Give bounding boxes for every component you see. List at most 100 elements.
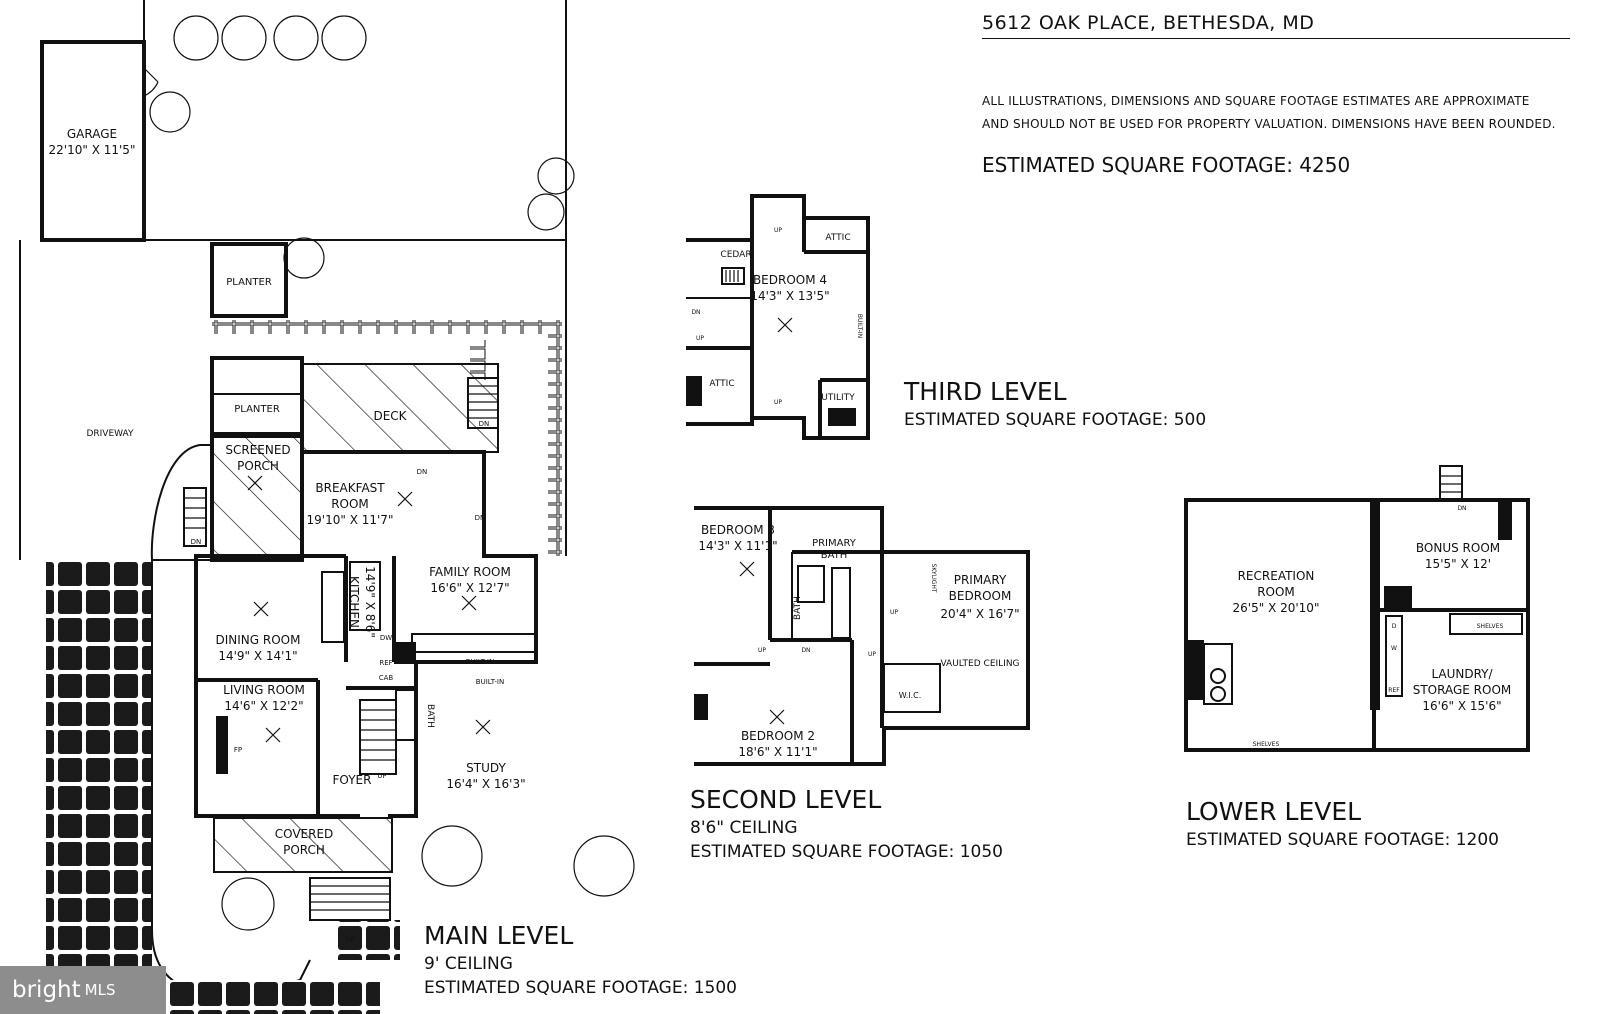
main-stair-dn-4: DN <box>479 420 490 428</box>
screened-porch-label-1: SCREENED <box>225 443 290 457</box>
bath-main-label: BATH <box>425 704 435 728</box>
disclaimer-line-1: ALL ILLUSTRATIONS, DIMENSIONS AND SQUARE… <box>982 94 1530 108</box>
third-level-sqft: ESTIMATED SQUARE FOOTAGE: 500 <box>904 410 1207 430</box>
fireplace-label: FP <box>234 746 242 754</box>
shelves-label-2: SHELVES <box>1253 741 1280 748</box>
dining-room-label: DINING ROOM <box>216 633 301 647</box>
lower-level-plan: RECREATION ROOM 26'5" X 20'10" BONUS ROO… <box>1184 465 1530 752</box>
study-dims: 16'4" X 16'3" <box>446 777 525 791</box>
cab-label: CAB <box>379 674 394 682</box>
bonus-room-dims: 15'5" X 12' <box>1425 557 1491 571</box>
bedroom-2-dims: 18'6" X 11'1" <box>738 745 817 759</box>
planter-label-2: PLANTER <box>234 404 280 415</box>
ref-lower-label: REF <box>1388 687 1400 694</box>
shelves-label-1: SHELVES <box>1477 623 1504 630</box>
lower-level-title: LOWER LEVEL <box>1186 797 1362 826</box>
builtin-label-2: BUILT-IN <box>476 678 504 686</box>
dining-room-dims: 14'9" X 14'1" <box>218 649 297 663</box>
bath-second-label: BATH <box>793 596 803 620</box>
kitchen-label: KITCHEN <box>347 576 361 628</box>
primary-bath-label-1: PRIMARY <box>812 538 857 549</box>
living-room-label: LIVING ROOM <box>223 683 305 697</box>
planter-label-1: PLANTER <box>226 277 272 288</box>
primary-bedroom-label-2: BEDROOM <box>949 589 1012 603</box>
lower-level-caption: LOWER LEVEL ESTIMATED SQUARE FOOTAGE: 12… <box>1186 797 1499 850</box>
main-level-sqft: ESTIMATED SQUARE FOOTAGE: 1500 <box>424 978 737 998</box>
second-level-title: SECOND LEVEL <box>690 785 882 814</box>
screened-porch-label-2: PORCH <box>237 459 279 473</box>
kitchen-dims: 14'9" X 8'6" <box>363 566 377 638</box>
second-level-ceiling: 8'6" CEILING <box>690 818 798 838</box>
main-stair-up-2: UP <box>345 936 354 944</box>
main-level-plan: GARAGE 22'10" X 11'5" PLANTER PLANTER DE… <box>19 0 635 1014</box>
main-stair-dn-3: DN <box>191 538 202 546</box>
driveway-label: DRIVEWAY <box>86 429 134 439</box>
third-stair-up-3: UP <box>696 335 704 342</box>
disclaimer-line-2: AND SHOULD NOT BE USED FOR PROPERTY VALU… <box>982 117 1556 131</box>
third-level-caption: THIRD LEVEL ESTIMATED SQUARE FOOTAGE: 50… <box>904 377 1206 430</box>
primary-bedroom-dims: 20'4" X 16'7" <box>940 607 1019 621</box>
primary-bath-label-2: BATH <box>821 550 848 561</box>
attic-label-2: ATTIC <box>709 379 734 389</box>
bright-mls-watermark: bright MLS <box>0 966 166 1014</box>
laundry-label-1: LAUNDRY/ <box>1431 667 1493 681</box>
bedroom-3-label: BEDROOM 3 <box>701 523 775 537</box>
utility-label: UTILITY <box>821 393 855 403</box>
bedroom-4-dims: 14'3" X 13'5" <box>750 289 829 303</box>
main-stair-dn-2: DN <box>475 514 486 522</box>
third-stair-dn: DN <box>691 309 700 316</box>
third-level-title: THIRD LEVEL <box>904 377 1067 406</box>
second-level-caption: SECOND LEVEL 8'6" CEILING ESTIMATED SQUA… <box>690 785 1003 862</box>
recreation-room-dims: 26'5" X 20'10" <box>1233 601 1320 615</box>
bedroom-4-label: BEDROOM 4 <box>753 273 827 287</box>
washer-label: W <box>1391 645 1397 652</box>
vaulted-ceiling-label: VAULTED CEILING <box>940 659 1019 669</box>
lower-level-sqft: ESTIMATED SQUARE FOOTAGE: 1200 <box>1186 830 1499 850</box>
breakfast-room-dims: 19'10" X 11'7" <box>307 513 394 527</box>
third-level-plan: CEDAR BEDROOM 4 14'3" X 13'5" ATTIC ATTI… <box>686 194 870 440</box>
second-stair-dn: DN <box>801 647 810 654</box>
tree-icons <box>149 15 635 931</box>
builtin-third-label: BUILT-IN <box>856 314 863 338</box>
second-level-sqft: ESTIMATED SQUARE FOOTAGE: 1050 <box>690 842 1003 862</box>
recreation-room-label-2: ROOM <box>1257 585 1295 599</box>
deck-label: DECK <box>373 409 407 423</box>
third-stair-up-2: UP <box>774 399 782 406</box>
second-stair-up-2: UP <box>868 651 876 658</box>
garage-dims: 22'10" X 11'5" <box>49 143 136 157</box>
dw-label: DW <box>380 634 392 642</box>
main-stair-up-1: UP <box>377 772 386 780</box>
breakfast-room-label-2: ROOM <box>331 497 369 511</box>
second-stair-up-3: UP <box>890 609 898 616</box>
bedroom-2-label: BEDROOM 2 <box>741 729 815 743</box>
second-level-plan: BEDROOM 3 14'3" X 11'1" PRIMARY BATH PRI… <box>694 506 1030 766</box>
cedar-label: CEDAR <box>720 250 751 260</box>
primary-bedroom-label-1: PRIMARY <box>954 573 1007 587</box>
covered-porch-label-1: COVERED <box>275 827 334 841</box>
skylight-label: SKYLIGHT <box>930 563 937 592</box>
watermark-brand: bright <box>12 977 81 1003</box>
laundry-dims: 16'6" X 15'6" <box>1422 699 1501 713</box>
garage <box>40 40 146 242</box>
ref-label: REF <box>379 659 392 667</box>
ceiling-fan-icons <box>247 475 491 743</box>
dryer-label: D <box>1392 623 1397 630</box>
main-level-caption: MAIN LEVEL 9' CEILING ESTIMATED SQUARE F… <box>424 921 737 998</box>
breakfast-room-label-1: BREAKFAST <box>315 481 385 495</box>
foyer-label: FOYER <box>333 773 372 787</box>
laundry-label-2: STORAGE ROOM <box>1413 683 1512 697</box>
watermark-suffix: MLS <box>84 981 116 999</box>
bonus-room-label: BONUS ROOM <box>1416 541 1500 555</box>
garage-label: GARAGE <box>67 127 117 141</box>
attic-label-1: ATTIC <box>825 233 850 243</box>
main-level-ceiling: 9' CEILING <box>424 954 513 974</box>
study-label: STUDY <box>466 761 506 775</box>
third-stair-up-1: UP <box>774 227 782 234</box>
lower-stair-dn: DN <box>1457 505 1466 512</box>
living-room-dims: 14'6" X 12'2" <box>224 699 303 713</box>
builtin-label-1: BUILT-IN <box>466 658 494 666</box>
second-stair-up-1: UP <box>758 647 766 654</box>
disclaimer: ALL ILLUSTRATIONS, DIMENSIONS AND SQUARE… <box>982 90 1556 136</box>
bedroom-3-dims: 14'3" X 11'1" <box>698 539 777 553</box>
